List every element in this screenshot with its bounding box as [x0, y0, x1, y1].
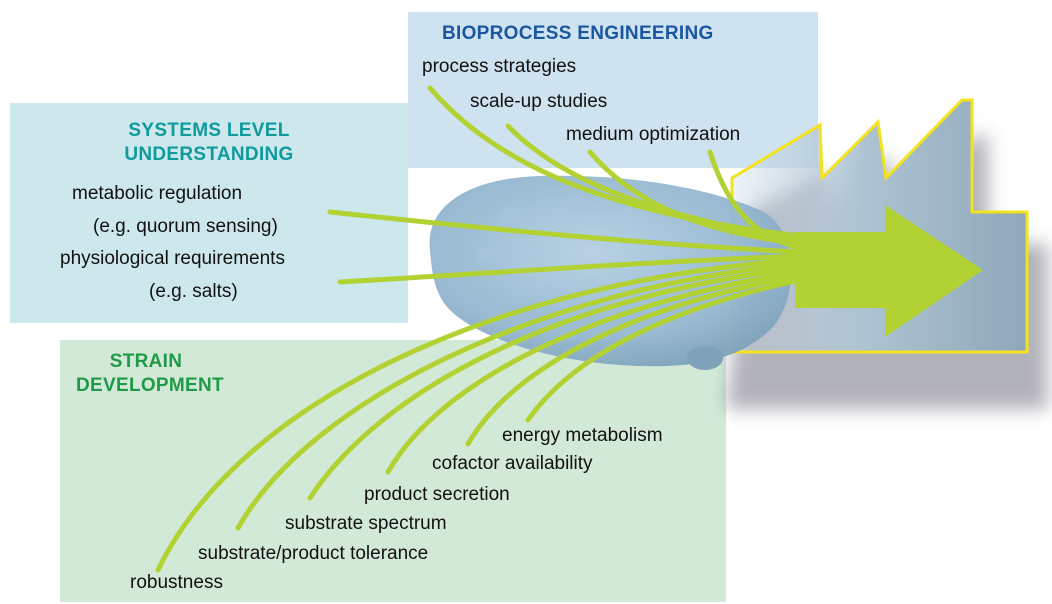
- systems-item: (e.g. quorum sensing): [93, 216, 278, 237]
- systems-title: SYSTEMS LEVEL UNDERSTANDING: [124, 120, 294, 165]
- strain-item: robustness: [130, 572, 223, 593]
- systems-item: physiological requirements: [60, 248, 285, 269]
- systems-item: metabolic regulation: [72, 183, 243, 204]
- systems-item: (e.g. salts): [149, 281, 238, 302]
- bioprocess-item: scale-up studies: [470, 91, 608, 112]
- convergence-curves: [155, 85, 803, 573]
- strain-item: cofactor availability: [432, 453, 593, 474]
- bioprocess-title: BIOPROCESS ENGINEERING: [442, 23, 714, 44]
- bioprocess-item: medium optimization: [566, 124, 741, 145]
- strain-item: substrate spectrum: [285, 513, 447, 534]
- strain-title: STRAIN DEVELOPMENT: [76, 351, 224, 396]
- convergence-arrow: [795, 205, 983, 337]
- strain-item: energy metabolism: [502, 425, 663, 446]
- strain-item: product secretion: [364, 484, 510, 505]
- bioprocess-box: [408, 12, 818, 168]
- bioprocess-item: process strategies: [422, 56, 577, 77]
- strain-item: substrate/product tolerance: [198, 543, 429, 564]
